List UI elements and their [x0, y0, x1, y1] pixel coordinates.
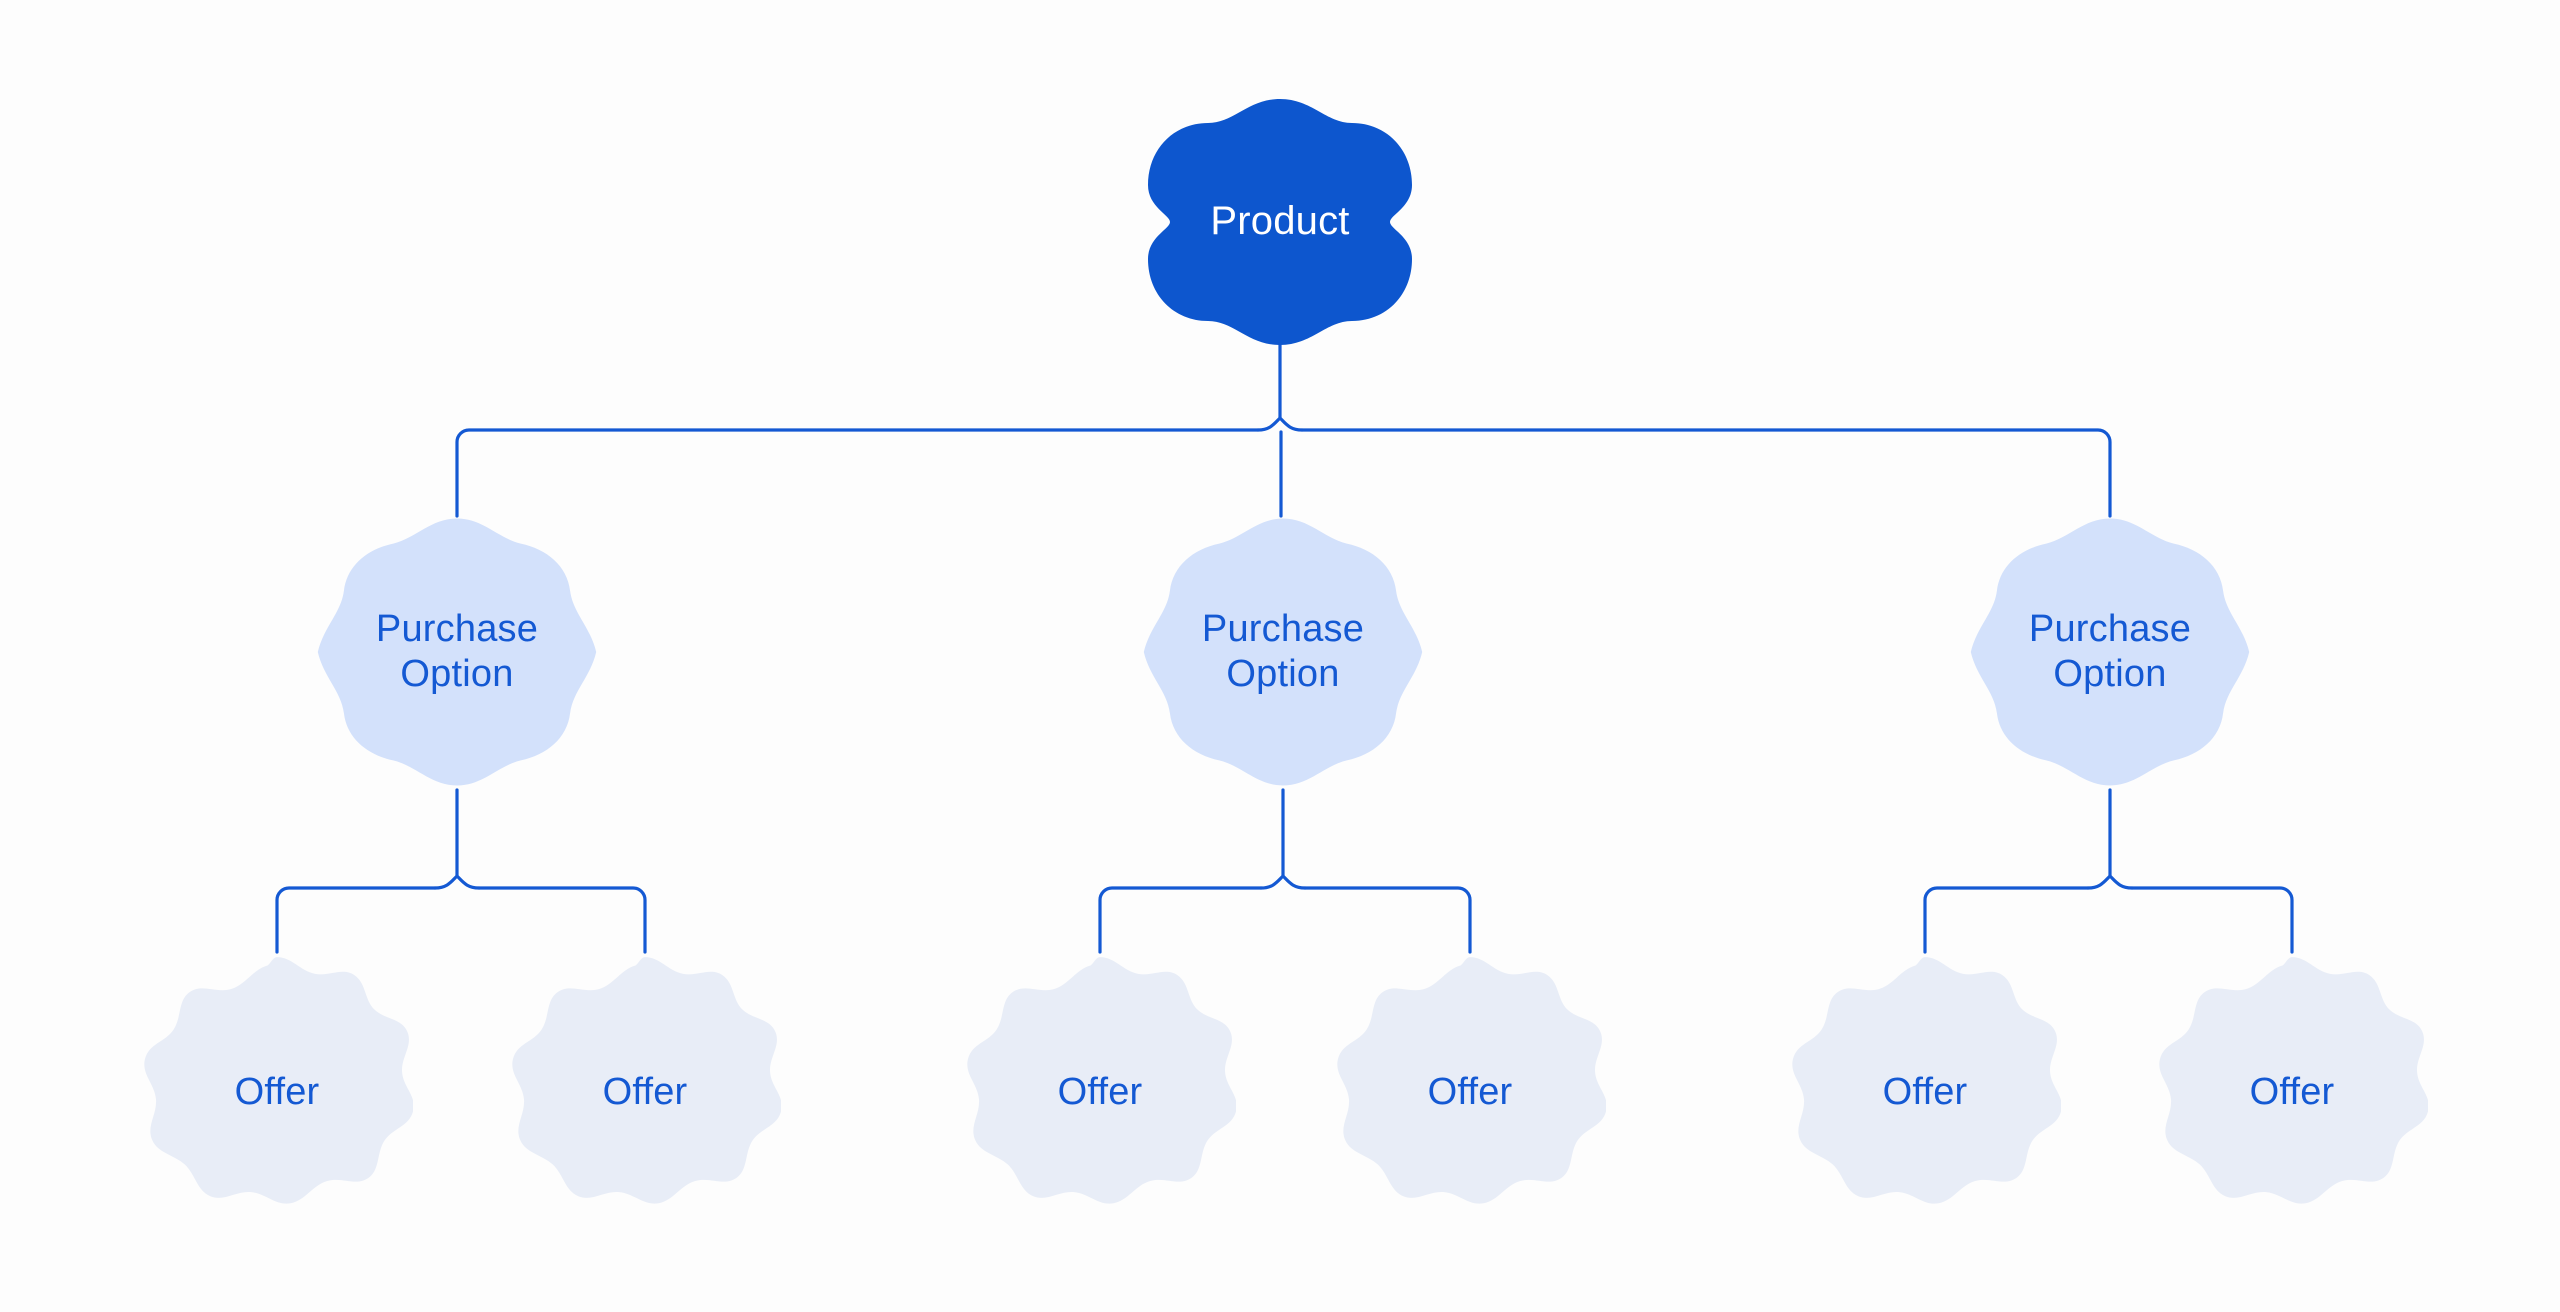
product-blob-shape	[1148, 99, 1412, 345]
edge-bus-level1-right	[1300, 428, 2112, 518]
edge-option1-to-offer1	[275, 886, 437, 954]
offer-seal-shape	[2159, 957, 2428, 1204]
node-offer-3[interactable]: Offer	[964, 953, 1236, 1231]
node-offer-4[interactable]: Offer	[1334, 953, 1606, 1231]
node-offer-6-label: Offer	[2249, 1070, 2335, 1113]
node-offer-2-label: Offer	[602, 1070, 688, 1113]
offer-seal-shape	[1792, 957, 2061, 1204]
offer-seal-shape	[512, 957, 781, 1204]
node-purchase-option-3[interactable]: Purchase Option	[1965, 513, 2255, 791]
edge-option3-junction	[2086, 874, 2134, 890]
node-product[interactable]: Product	[1146, 97, 1414, 347]
node-offer-1[interactable]: Offer	[141, 953, 413, 1231]
node-purchase-option-2-label: Purchase Option	[1201, 608, 1365, 695]
edge-option1-junction	[433, 874, 481, 890]
purchase-option-blob-shape	[1970, 518, 2250, 786]
offer-seal-shape	[1337, 957, 1606, 1204]
edge-product-junction	[1256, 416, 1304, 432]
node-purchase-option-1-label: Purchase Option	[375, 608, 539, 695]
edge-option2-to-offer3	[1098, 886, 1263, 954]
edge-option3-to-offer5	[1923, 886, 2090, 954]
node-offer-3-label: Offer	[1057, 1070, 1143, 1113]
offer-seal-shape	[967, 957, 1236, 1204]
node-purchase-option-1[interactable]: Purchase Option	[312, 513, 602, 791]
node-offer-6[interactable]: Offer	[2156, 953, 2428, 1231]
offer-seal-shape	[144, 957, 413, 1204]
edge-option2-junction	[1259, 874, 1307, 890]
node-product-label: Product	[1210, 199, 1350, 244]
node-purchase-option-3-label: Purchase Option	[2028, 608, 2192, 695]
node-offer-1-label: Offer	[234, 1070, 320, 1113]
node-purchase-option-2[interactable]: Purchase Option	[1138, 513, 1428, 791]
node-offer-4-label: Offer	[1427, 1070, 1513, 1113]
edge-bus-level1-left	[455, 428, 1260, 518]
node-offer-2[interactable]: Offer	[509, 953, 781, 1231]
edge-option3-to-offer6	[2130, 886, 2294, 954]
purchase-option-blob-shape	[1143, 518, 1423, 786]
node-offer-5-label: Offer	[1882, 1070, 1968, 1113]
purchase-option-blob-shape	[317, 518, 597, 786]
node-offer-5[interactable]: Offer	[1789, 953, 2061, 1231]
edge-option1-to-offer2	[477, 886, 647, 954]
edge-option2-to-offer4	[1303, 886, 1472, 954]
